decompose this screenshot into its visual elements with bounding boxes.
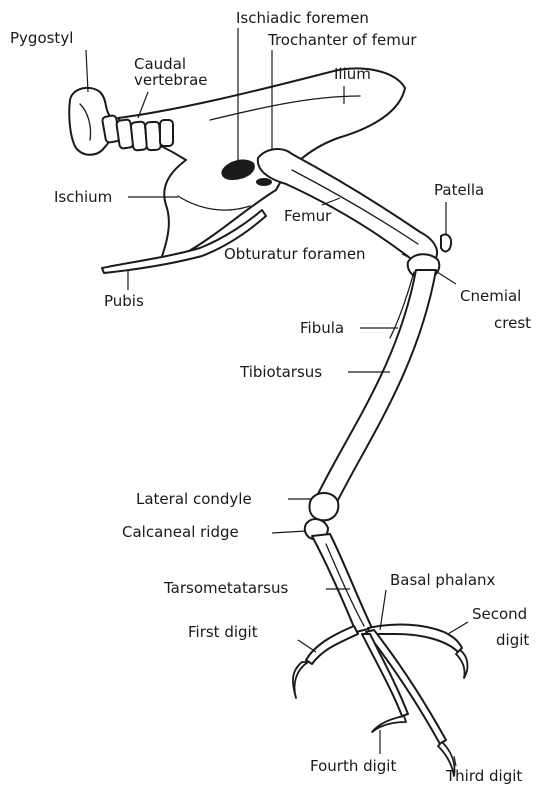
label-lateral-condyle: Lateral condyle: [136, 491, 252, 508]
label-calcaneal-ridge: Calcaneal ridge: [122, 524, 239, 541]
label-tarsometatarsus: Tarsometatarsus: [164, 580, 288, 597]
leader-second-digit: [448, 622, 468, 634]
label-ischium: Ischium: [54, 189, 112, 206]
label-first-digit: First digit: [188, 624, 258, 641]
label-femur: Femur: [284, 208, 331, 225]
label-fibula: Fibula: [300, 320, 344, 337]
label-third-digit: Third digit: [446, 768, 522, 785]
label-pubis: Pubis: [104, 293, 144, 310]
first-digit-bones: [306, 626, 358, 664]
label-cnemial-crest-line2: crest: [494, 315, 531, 332]
leader-pygostyl: [86, 50, 88, 92]
label-second-digit-line1: Second: [472, 606, 527, 623]
label-cnemial-crest-line1: Cnemial: [460, 288, 521, 305]
label-tibiotarsus: Tibiotarsus: [240, 364, 322, 381]
label-patella: Patella: [434, 182, 484, 199]
leader-basal-phalanx: [380, 590, 386, 630]
label-basal-phalanx: Basal phalanx: [390, 572, 495, 589]
label-obturatur-foramen: Obturatur foramen: [224, 246, 366, 263]
label-ilium: Ilium: [334, 66, 371, 83]
label-trochanter-of-femur: Trochanter of femur: [268, 32, 417, 49]
tibiotarsus-bone: [316, 270, 436, 504]
label-ischiadic-foremen: Ischiadic foremen: [236, 10, 369, 27]
ankle-joint: [309, 493, 338, 520]
tarsometatarsus-bone: [312, 534, 372, 632]
leader-first-digit: [298, 640, 316, 652]
patella-bone: [441, 234, 451, 251]
label-fourth-digit: Fourth digit: [310, 758, 396, 775]
leader-cnemial: [434, 270, 456, 284]
label-pygostyl: Pygostyl: [10, 30, 73, 47]
label-second-digit-line2: digit: [496, 632, 529, 649]
obturator-foramen: [256, 178, 272, 186]
first-digit-claw: [293, 662, 308, 698]
leader-calcaneal: [272, 531, 306, 533]
second-digit-claw: [456, 650, 467, 678]
fourth-digit-claw: [372, 716, 406, 732]
label-caudal-vertebrae-line2: vertebrae: [134, 72, 208, 89]
